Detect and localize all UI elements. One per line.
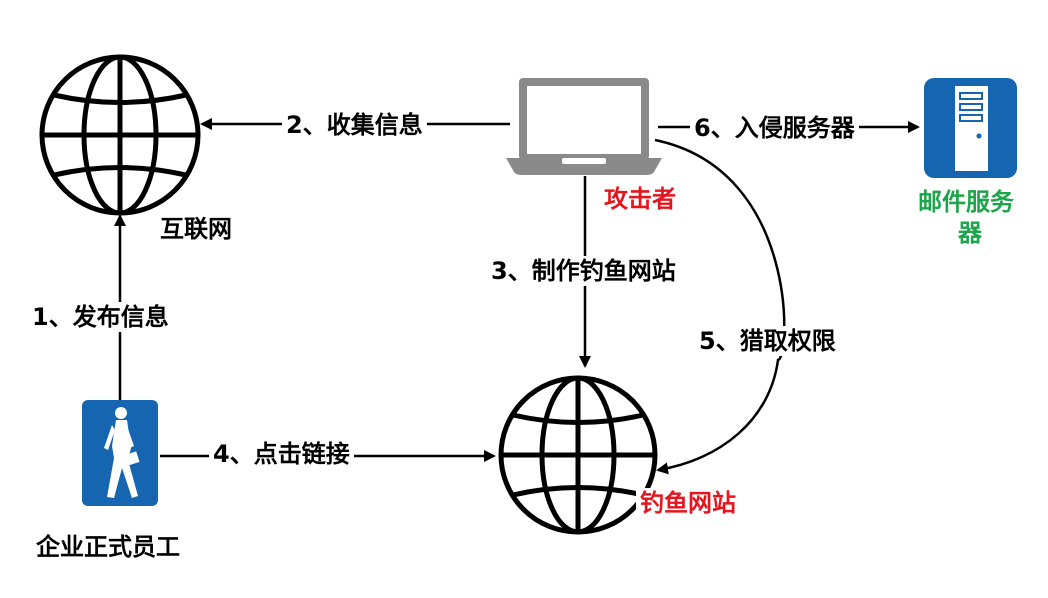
phishing-site-globe-icon [498, 375, 658, 535]
internet-label: 互联网 [156, 214, 236, 244]
attacker-label: 攻击者 [600, 184, 680, 214]
edge-2-label: 2、收集信息 [282, 110, 427, 140]
phishing-site-label: 钓鱼网站 [636, 488, 740, 518]
edge-6-label: 6、入侵服务器 [690, 113, 859, 143]
edge-4-label: 4、点击链接 [209, 439, 354, 469]
mail-server-label-line2: 器 [954, 218, 986, 248]
edge-1-label: 1、发布信息 [28, 302, 173, 332]
edge-5-line [654, 138, 786, 475]
employee-label: 企业正式员工 [32, 532, 184, 562]
mail-server-icon [924, 78, 1017, 178]
employee-walking-person-icon [82, 400, 158, 506]
edge-3-label: 3、制作钓鱼网站 [487, 256, 680, 286]
edge-5-label: 5、猎取权限 [695, 326, 840, 356]
internet-globe-icon [39, 54, 201, 216]
mail-server-label-line1: 邮件服务 [914, 187, 1018, 217]
attacker-laptop-icon [506, 78, 662, 175]
